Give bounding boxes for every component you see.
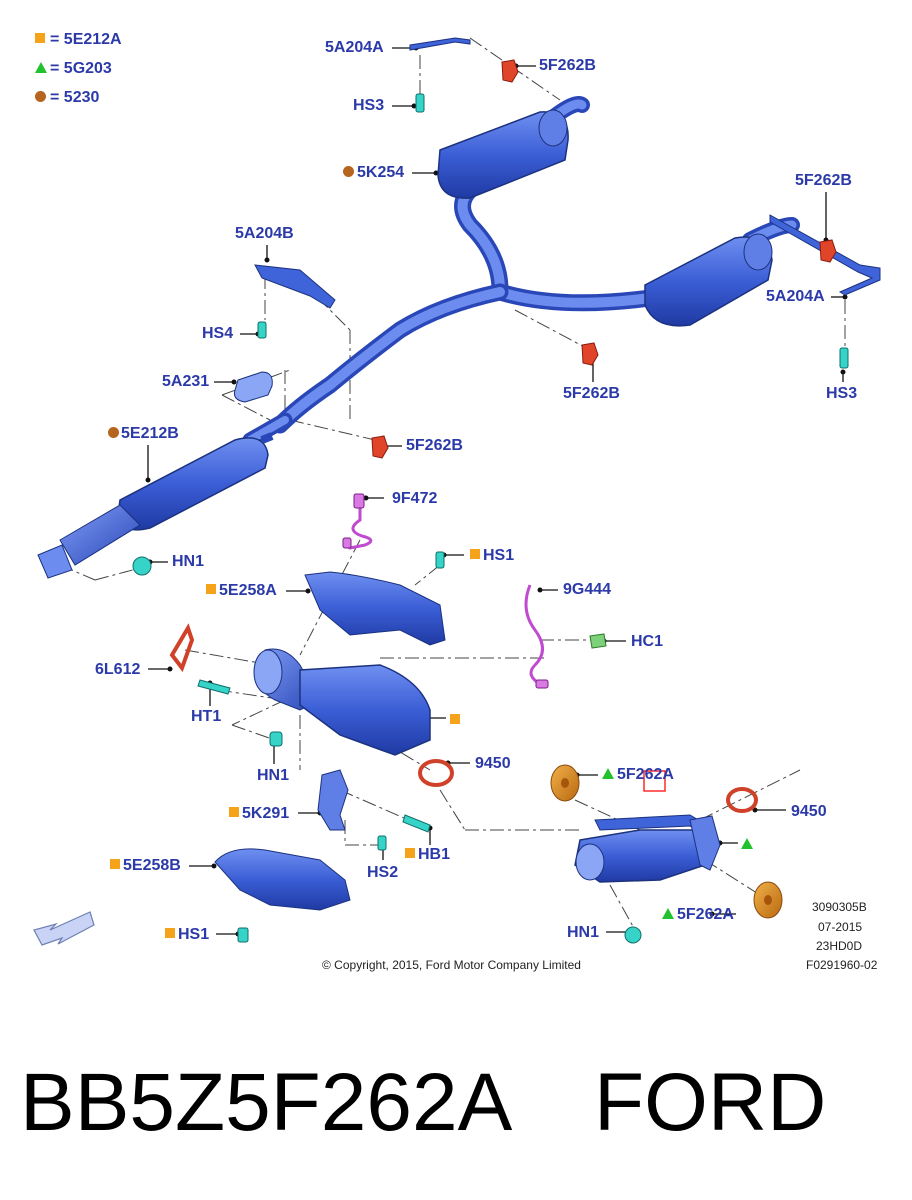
label-HB1: HB1 [405, 846, 450, 864]
exhaust-pipes [242, 96, 800, 448]
label-6L612: 6L612 [95, 661, 141, 678]
label-5F262B-mid: 5F262B [406, 437, 463, 454]
circle-symbol-icon [35, 91, 46, 102]
label-HT1: HT1 [191, 708, 222, 725]
heat-shield-upper [304, 571, 446, 646]
drawing-code: 23HD0D [816, 939, 863, 953]
label-HN1-left: HN1 [172, 553, 205, 570]
isolator-5F262A [550, 764, 783, 919]
label-5E258B: 5E258B [110, 857, 181, 875]
clamp [234, 371, 273, 403]
heat-shield-lower [214, 848, 351, 911]
circle-marker-icon [343, 166, 354, 177]
drawing-date: 07-2015 [818, 920, 863, 934]
front-direction-arrow [33, 911, 95, 946]
label-5F262A-bottom: 5F262A [662, 906, 734, 924]
label-square-marker [450, 712, 460, 730]
label-5K291: 5K291 [229, 805, 289, 823]
label-9450-mid: 9450 [475, 755, 511, 772]
square-marker-icon [229, 807, 239, 817]
label-HS1-mid: HS1 [470, 547, 514, 565]
legend-item-triangle: = 5G203 [35, 60, 112, 78]
triangle-marker-icon [662, 908, 674, 919]
sensor-bodies [342, 493, 549, 689]
oxygen-sensors [344, 500, 544, 686]
label-HS1-bottom: HS1 [165, 926, 209, 944]
label-9G444: 9G444 [563, 581, 612, 598]
right-muffler [644, 233, 773, 327]
square-marker-icon [165, 928, 175, 938]
brackets [254, 37, 881, 839]
triangle-marker-icon [602, 768, 614, 779]
square-marker-icon [450, 714, 460, 724]
label-HS3-top: HS3 [353, 97, 385, 114]
label-5A231: 5A231 [162, 373, 210, 390]
diagram-artwork [33, 37, 881, 946]
rear-muffler [437, 109, 569, 199]
label-HN1-bottom: HN1 [567, 924, 600, 941]
label-5A204A-right: 5A204A [766, 288, 825, 305]
part-number-caption: BB5Z5F262A [20, 1057, 513, 1148]
label-HS4: HS4 [202, 325, 234, 342]
label-5A204B: 5A204B [235, 225, 294, 242]
exhaust-diagram: = 5E212A = 5G203 = 5230 5A204A HS3 5F262… [33, 31, 881, 972]
support-bracket [317, 769, 349, 831]
clip-HC1 [589, 633, 607, 649]
square-symbol-icon [35, 33, 45, 43]
label-9F472: 9F472 [392, 490, 438, 507]
legend-item-square: = 5E212A [35, 31, 122, 49]
front-pipe-assembly [574, 815, 721, 883]
label-HN1-mid: HN1 [257, 767, 290, 784]
label-HS3-right: HS3 [826, 385, 858, 402]
label-9450-right: 9450 [791, 803, 827, 820]
square-marker-icon [470, 549, 480, 559]
square-marker-icon [405, 848, 415, 858]
label-5A204A-top: 5A204A [325, 39, 384, 56]
gaskets [169, 623, 758, 813]
copyright-text: © Copyright, 2015, Ford Motor Company Li… [322, 958, 581, 972]
catalytic-converter [253, 648, 431, 756]
label-5F262B-top: 5F262B [539, 57, 596, 74]
drawing-number: 3090305B [812, 900, 867, 914]
label-HC1: HC1 [631, 633, 664, 650]
label-5K254: 5K254 [343, 164, 404, 182]
figure-number: F0291960-02 [806, 958, 878, 972]
label-5F262A-top: 5F262A [602, 766, 674, 784]
label-5E212B: 5E212B [108, 425, 179, 443]
label-triangle-marker [741, 836, 753, 854]
label-5E258A: 5E258A [206, 582, 277, 600]
legend-item-circle: = 5230 [35, 89, 99, 107]
label-5F262B-right: 5F262B [795, 172, 852, 189]
brand-caption: FORD [594, 1057, 827, 1148]
square-marker-icon [110, 859, 120, 869]
triangle-marker-icon [741, 838, 753, 849]
label-HS2: HS2 [367, 864, 399, 881]
circle-marker-icon [108, 427, 119, 438]
label-5F262B-bottom: 5F262B [563, 385, 620, 402]
center-resonator [37, 432, 274, 579]
fasteners [132, 93, 849, 944]
rubber-isolators [371, 59, 837, 459]
square-marker-icon [206, 584, 216, 594]
triangle-symbol-icon [35, 62, 47, 73]
leader-lines [147, 47, 845, 935]
highlight-box [643, 770, 666, 792]
